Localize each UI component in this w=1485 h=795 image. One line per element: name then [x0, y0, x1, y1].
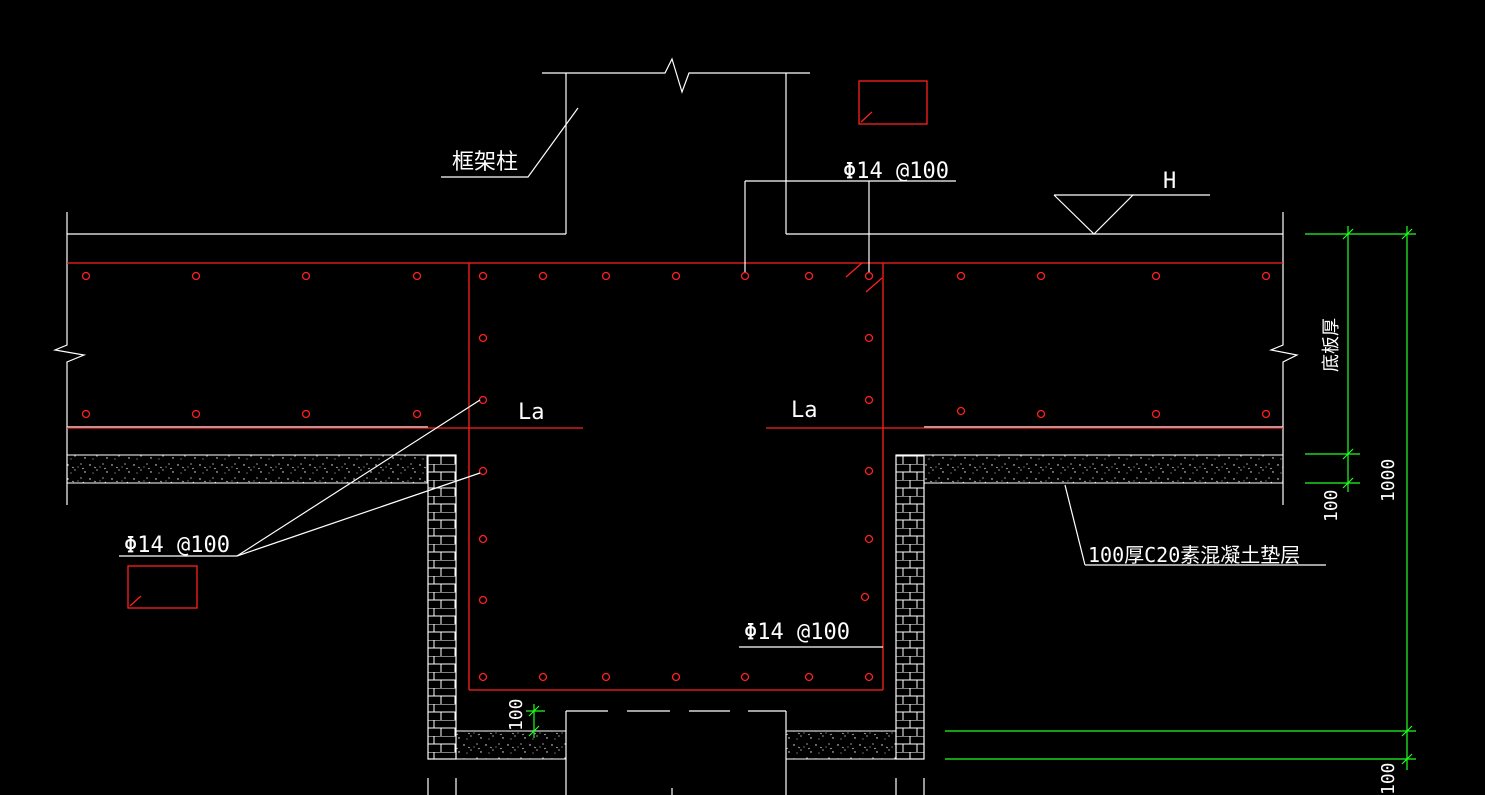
brick-walls	[427, 454, 925, 795]
cushion-layers	[66, 454, 1284, 760]
frame-column-label: 框架柱	[452, 150, 518, 175]
dim-100-right: 100	[1321, 489, 1342, 522]
dimension-lines	[526, 226, 1416, 770]
top-rebar-label: Φ14 @100	[843, 159, 949, 184]
left-rebar-label: Φ14 @100	[124, 533, 230, 558]
dim-100-pit: 100	[506, 698, 527, 731]
cushion-label: 100厚C20素混凝土垫层	[1088, 543, 1300, 567]
leader-lines	[119, 107, 1326, 648]
anchor-length-left: La	[518, 400, 545, 425]
rebar-dots	[81, 271, 1271, 682]
dim-100-bottom: 100	[1378, 762, 1399, 795]
red-tag-boxes	[127, 80, 928, 609]
bottom-rebar-label: Φ14 @100	[744, 620, 850, 645]
slab-thickness-label: 底板厚	[1321, 318, 1342, 372]
frame-column-outline	[542, 57, 810, 234]
elevation-label: H	[1163, 169, 1176, 194]
anchor-length-right: La	[791, 398, 818, 423]
rebar-lines	[67, 262, 1283, 691]
dim-1000: 1000	[1378, 459, 1399, 502]
sump-pit	[565, 710, 787, 795]
